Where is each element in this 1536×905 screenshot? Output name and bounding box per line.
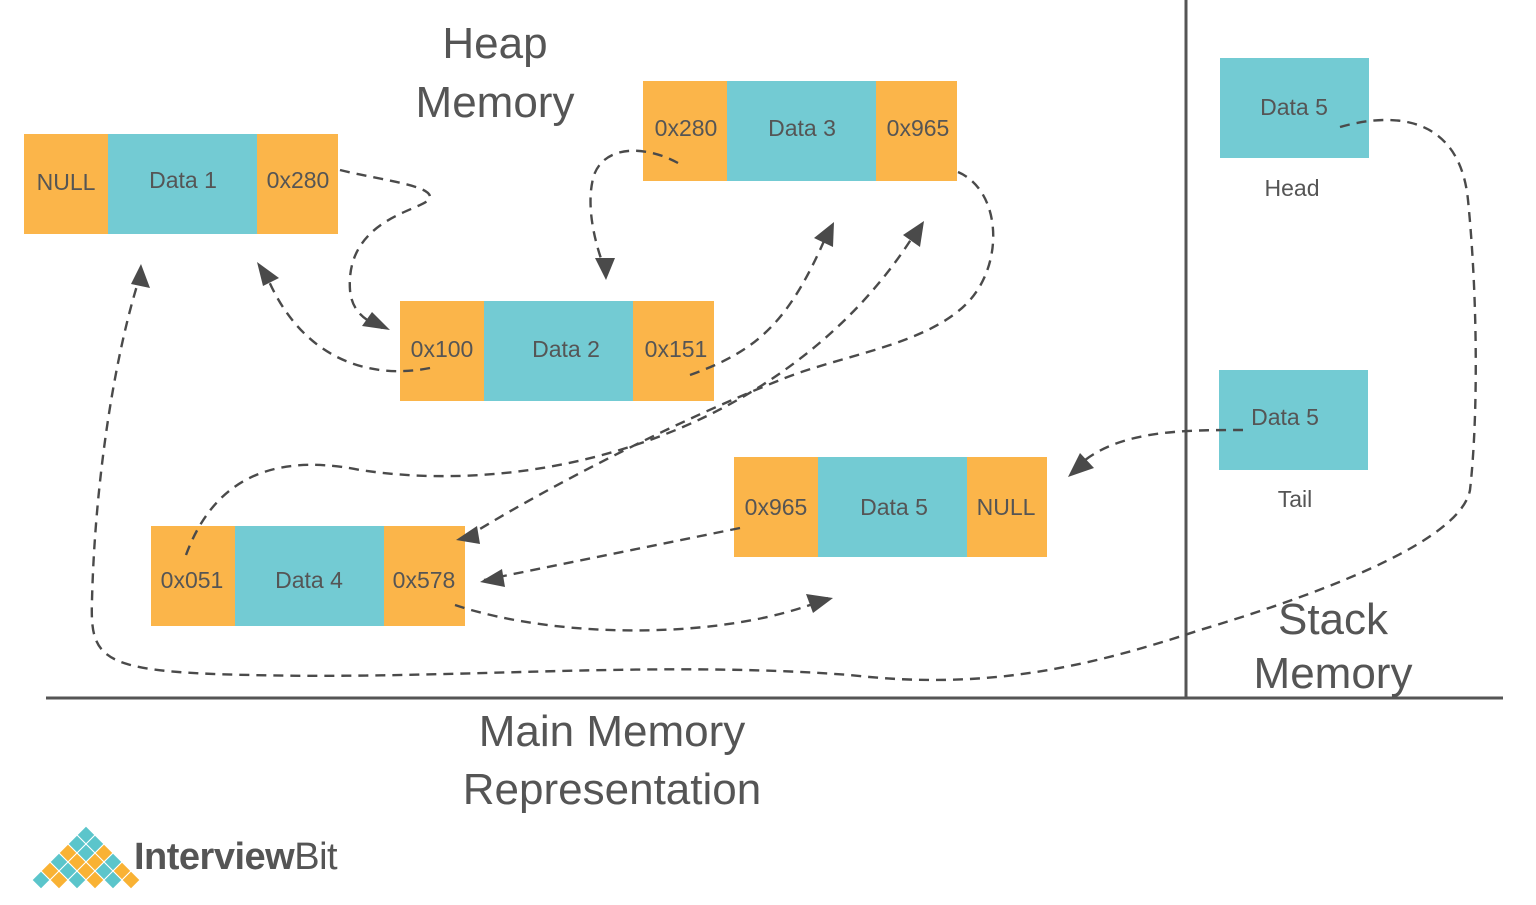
arrowhead-node4-from-node5 — [480, 569, 505, 587]
logo-diamond — [31, 870, 51, 890]
arrow-tail-to-node5 — [1071, 428, 1244, 473]
node-3-data-cell — [727, 81, 876, 181]
arrowhead-node1-prev — [131, 264, 150, 288]
node-5-data-cell — [818, 457, 967, 557]
main-memory-title-line1: Main Memory — [479, 707, 746, 756]
heap-title-line1: Heap — [442, 19, 547, 68]
stack-tail: Data 5 Tail — [1219, 370, 1368, 512]
arrow-head-to-node1 — [90, 118, 1477, 682]
node-1-next-cell — [257, 134, 338, 234]
logo-brand-regular: Bit — [294, 836, 338, 878]
arrow-node4-next-to-node5 — [454, 596, 829, 632]
arrow-node4-prev-to-node3 — [184, 229, 919, 556]
node-4-data-label: Data 4 — [275, 567, 343, 593]
node-1: NULL Data 1 0x280 — [24, 134, 338, 234]
arrowhead-node3-next — [903, 221, 924, 247]
node-2-next-cell — [633, 301, 714, 401]
node-1-prev-cell — [24, 134, 108, 234]
diamond-grid-logo-icon — [31, 825, 141, 890]
node-4: 0x051 Data 4 0x578 — [151, 526, 465, 626]
logo-brand-bold: Interview — [134, 836, 295, 878]
node-1-next-label: 0x280 — [267, 167, 330, 193]
node-1-prev-label: NULL — [37, 169, 96, 195]
logo-diamond — [85, 870, 105, 890]
logo-diamond — [49, 870, 69, 890]
node-1-data-label: Data 1 — [149, 167, 217, 193]
head-pointer-label: Data 5 — [1260, 94, 1328, 120]
node-4-next-cell — [384, 526, 465, 626]
main-memory-title-line2: Representation — [463, 765, 761, 814]
head-caption: Head — [1265, 175, 1320, 201]
arrowhead-node5-from-node4 — [806, 594, 833, 613]
arrowhead-node5-from-tail — [1068, 453, 1094, 477]
tail-pointer-label: Data 5 — [1251, 404, 1319, 430]
arrow-node5-prev-to-node4 — [483, 526, 741, 582]
node-5-data-label: Data 5 — [860, 494, 928, 520]
arrowhead-node2-data — [595, 258, 615, 280]
node-4-data-cell — [235, 526, 384, 626]
interviewbit-logo-text: InterviewBit — [134, 836, 338, 879]
node-1-data-cell — [108, 134, 257, 234]
pointer-arrows — [90, 118, 1477, 682]
logo-diamond — [103, 870, 123, 890]
logo-diamond — [67, 870, 87, 890]
node-3-prev-label: 0x280 — [655, 115, 718, 141]
heap-title-line2: Memory — [416, 78, 575, 127]
node-2-next-label: 0x151 — [645, 336, 708, 362]
node-2-data-cell — [484, 301, 633, 401]
arrow-node2-next-to-node3 — [689, 231, 830, 377]
logo-diamond — [121, 870, 141, 890]
arrowhead-node3-data — [814, 222, 834, 247]
node-2-data-label: Data 2 — [532, 336, 600, 362]
node-4-prev-cell — [151, 526, 235, 626]
node-5-next-cell — [967, 457, 1047, 557]
node-3-prev-cell — [643, 81, 727, 181]
stack-title-line2: Memory — [1254, 649, 1413, 698]
arrowhead-node1-data — [257, 262, 279, 286]
stack-title-line1: Stack — [1278, 595, 1389, 644]
arrow-heads — [131, 221, 1094, 613]
node-3-next-cell — [876, 81, 957, 181]
stack-head: Data 5 Head — [1220, 58, 1369, 201]
node-3: 0x280 Data 3 0x965 — [643, 81, 957, 181]
node-3-next-label: 0x965 — [887, 115, 950, 141]
node-5-prev-cell — [734, 457, 818, 557]
node-4-prev-label: 0x051 — [161, 567, 224, 593]
node-2-prev-label: 0x100 — [411, 336, 474, 362]
arrow-node2-prev-to-node1 — [263, 271, 431, 373]
tail-pointer-cell — [1219, 370, 1368, 470]
arrowhead-node2-prev — [362, 312, 390, 330]
node-4-next-label: 0x578 — [393, 567, 456, 593]
node-5: 0x965 Data 5 NULL — [734, 457, 1047, 557]
arrowhead-node4-next-in — [456, 526, 480, 544]
node-2: 0x100 Data 2 0x151 — [400, 301, 714, 401]
node-5-next-label: NULL — [977, 494, 1036, 520]
node-3-data-label: Data 3 — [768, 115, 836, 141]
tail-caption: Tail — [1278, 486, 1313, 512]
node-2-prev-cell — [400, 301, 484, 401]
node-5-prev-label: 0x965 — [745, 494, 808, 520]
head-pointer-cell — [1220, 58, 1369, 158]
